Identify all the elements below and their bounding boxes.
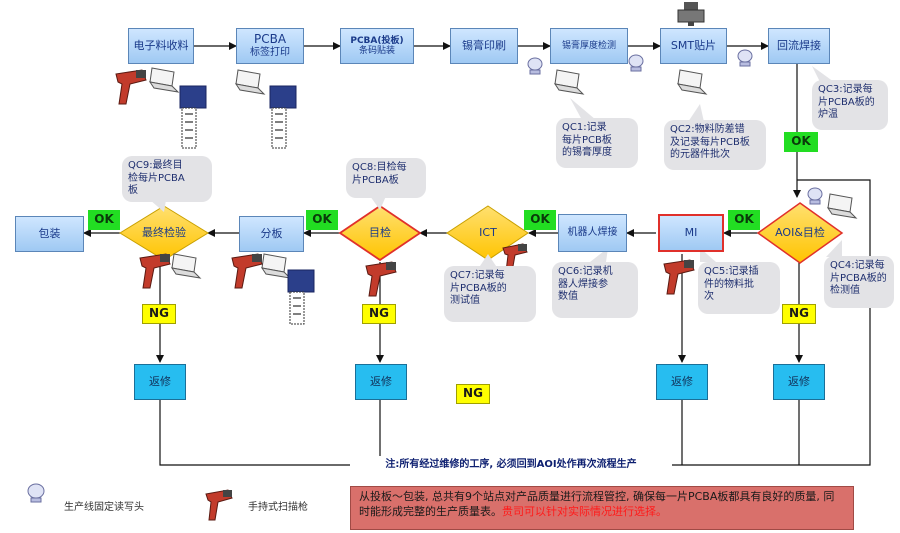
process-split: 分板 (239, 216, 304, 252)
callout-qc8: QC8:目检每 片PCBA板 (346, 158, 426, 198)
handheld-scanner-icon (231, 253, 263, 289)
callout-qc7: QC7:记录每 片PCBA板的 测试值 (444, 266, 536, 322)
legend-fixed-reader-label: 生产线固定读写头 (64, 502, 144, 513)
smt-machine-icon (677, 2, 705, 26)
rework-box-final: 返修 (134, 364, 186, 400)
process-receive: 电子料收料 (128, 28, 194, 64)
callout-qc9: QC9:最终目 检每片PCBA 板 (122, 156, 212, 202)
process-pcba-feed-line1: PCBA(投板) (350, 35, 404, 46)
laptop-icon (234, 69, 266, 95)
rework-box-mi: 返修 (656, 364, 708, 400)
ok-badge-robot: OK (524, 210, 556, 230)
laptop-icon (676, 69, 708, 95)
process-pcba-label-line1: PCBA (253, 32, 287, 47)
fixed-reader-icon (807, 187, 823, 205)
rework-box-visual: 返修 (355, 364, 407, 400)
ict-label: ICT (479, 225, 497, 239)
process-pcba-label-line2: 标签打印 (250, 47, 290, 59)
barcode-label-printer-icon (179, 85, 207, 149)
callout-qc1: QC1:记录 每片PCB板 的锡膏厚度 (556, 118, 638, 168)
ok-badge-reflow: OK (784, 132, 818, 152)
visual-check-label: 目检 (369, 225, 391, 239)
fixed-reader-icon (737, 49, 753, 67)
barcode-label-printer-icon (269, 85, 297, 149)
ok-badge-visual: OK (306, 210, 338, 230)
barcode-label-printer-icon (287, 269, 315, 325)
process-robot-weld: 机器人焊接 (558, 214, 627, 252)
handheld-scanner-icon (205, 489, 233, 521)
process-paste-print: 锡膏印刷 (450, 28, 518, 64)
aoi-diamond (756, 202, 844, 264)
final-inspect-label: 最终检验 (142, 225, 186, 239)
summary-main-text: 从投板～包装, 总共有9个站点对产品质量进行流程管控, 确保每一片PCBA板都具… (359, 490, 835, 518)
handheld-scanner-icon (663, 259, 695, 295)
rework-box-aoi: 返修 (773, 364, 825, 400)
fixed-reader-icon (27, 483, 45, 503)
ng-badge-aoi: NG (782, 304, 816, 324)
rework-return-note: 注:所有经过维修的工序, 必须回到AOI处作再次流程生产 (350, 456, 672, 474)
process-mi: MI (658, 214, 724, 252)
visual-check-diamond (338, 204, 422, 262)
rework-return-loop (159, 179, 871, 466)
laptop-icon (826, 193, 858, 219)
callout-qc4: QC4:记录每 片PCBA板的 检测值 (824, 256, 894, 308)
process-reflow: 回流焊接 (768, 28, 830, 64)
handheld-scanner-icon (115, 69, 147, 105)
aoi-label: AOI&目检 (775, 225, 825, 239)
callout-qc3: QC3:记录每 片PCBA板的 炉温 (812, 80, 888, 130)
process-pcba-label-print: PCBA 标签打印 (236, 28, 304, 64)
laptop-icon (148, 67, 180, 93)
laptop-icon (260, 253, 292, 279)
callout-qc2: QC2:物料防差错 及记录每片PCB板 的元器件批次 (664, 120, 766, 170)
ng-badge-standalone: NG (456, 384, 490, 404)
process-pcba-feed-line2: 条码贴装 (358, 46, 395, 56)
handheld-scanner-icon (139, 253, 171, 289)
process-paste-inspect: 锡膏厚度检测 (550, 28, 628, 64)
process-smt: SMT贴片 (660, 28, 727, 64)
callout-qc5: QC5:记录插 件的物料批 次 (698, 262, 780, 314)
fixed-reader-icon (527, 57, 543, 75)
laptop-icon (553, 69, 585, 95)
legend-handheld-scanner-label: 手持式扫描枪 (248, 502, 308, 513)
ng-badge-visual: NG (362, 304, 396, 324)
laptop-icon (170, 253, 202, 279)
callout-qc6: QC6:记录机 器人焊接参 数值 (552, 262, 638, 318)
ng-badge-final: NG (142, 304, 176, 324)
summary-box: 从投板～包装, 总共有9个站点对产品质量进行流程管控, 确保每一片PCBA板都具… (350, 486, 854, 530)
handheld-scanner-icon (365, 261, 397, 297)
ok-badge-final: OK (88, 210, 120, 230)
summary-highlight-text: 贵司可以针对实际情况进行选择。 (502, 504, 667, 518)
top-flow-arrows (194, 42, 801, 198)
process-pack: 包装 (15, 216, 84, 252)
process-pcba-feed: PCBA(投板) 条码贴装 (340, 28, 414, 64)
fixed-reader-icon (628, 54, 644, 72)
ok-badge-aoi: OK (728, 210, 760, 230)
